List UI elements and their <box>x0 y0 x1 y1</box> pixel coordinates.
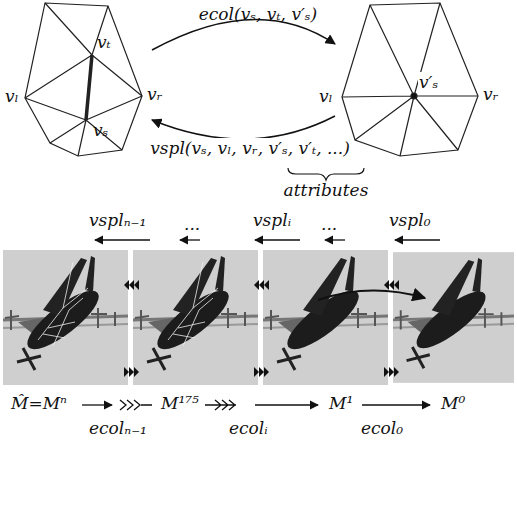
annotation: attributes <box>283 180 370 200</box>
vspl-arrow <box>152 116 335 139</box>
operation-label: ecolᵢ <box>228 418 269 438</box>
vspl-arrows <box>95 239 440 240</box>
mesh-images <box>3 250 514 385</box>
vertex-label: v′ₛ <box>418 72 439 92</box>
operation-label: ecol₀ <box>360 418 404 438</box>
operation-label: ecolₙ₋₁ <box>88 418 148 438</box>
morph-arrow <box>318 290 425 300</box>
operation-label: vspl(vₛ, vₗ, vᵣ, v′ₛ, v′ₜ, ...) <box>149 138 351 158</box>
mesh-label: M¹ <box>328 393 354 413</box>
mesh-before <box>25 3 142 156</box>
operation-label: vsplₙ₋₁ <box>88 210 147 230</box>
vertex-label: vₗ <box>4 86 20 106</box>
mesh-after <box>342 3 478 156</box>
operation-label: vspl₀ <box>388 210 431 230</box>
ecol-arrow <box>152 19 335 50</box>
attributes-brace <box>288 168 364 180</box>
ellipsis: ... <box>183 214 201 234</box>
ecol-sequence-arrows <box>82 400 430 410</box>
ellipsis: ... <box>320 214 338 234</box>
operation-label: vsplᵢ <box>252 210 292 230</box>
chevrons <box>124 280 399 377</box>
operation-label: ecol(vₛ, vₜ, v′ₛ) <box>198 4 318 24</box>
vertex-label: vₜ <box>96 32 112 52</box>
mesh-label: M̂=Mⁿ <box>10 393 68 413</box>
mesh-label: M⁰ <box>440 393 466 413</box>
mesh-label: M¹⁷⁵ <box>160 393 200 413</box>
vertex-label: vₗ <box>318 86 334 106</box>
vertex-label: vᵣ <box>482 84 500 104</box>
vertex-label: vᵣ <box>146 84 164 104</box>
vertex-label: vₛ <box>92 120 109 140</box>
